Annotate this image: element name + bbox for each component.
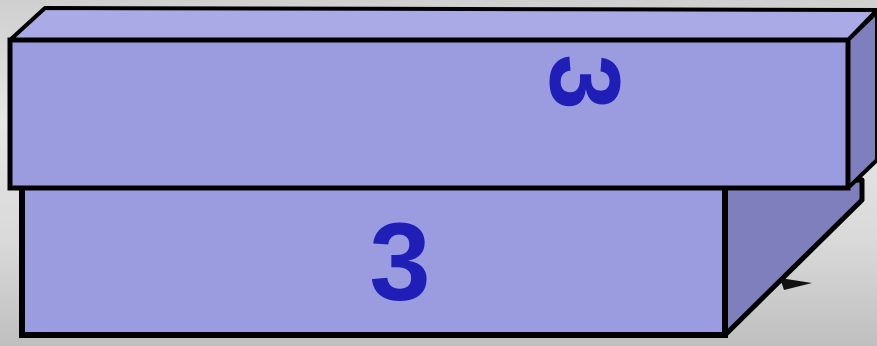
top-block-label: 3	[529, 54, 641, 110]
top-block-front-face	[10, 40, 848, 188]
top-block-top-face	[10, 8, 877, 40]
bottom-block: 3	[22, 180, 862, 335]
bottom-block-side-face	[725, 180, 862, 335]
top-block: 3	[10, 8, 877, 188]
bottom-block-label: 3	[369, 201, 430, 324]
bottom-block-shadow-mark	[780, 278, 812, 290]
top-block-side-face	[848, 12, 877, 188]
